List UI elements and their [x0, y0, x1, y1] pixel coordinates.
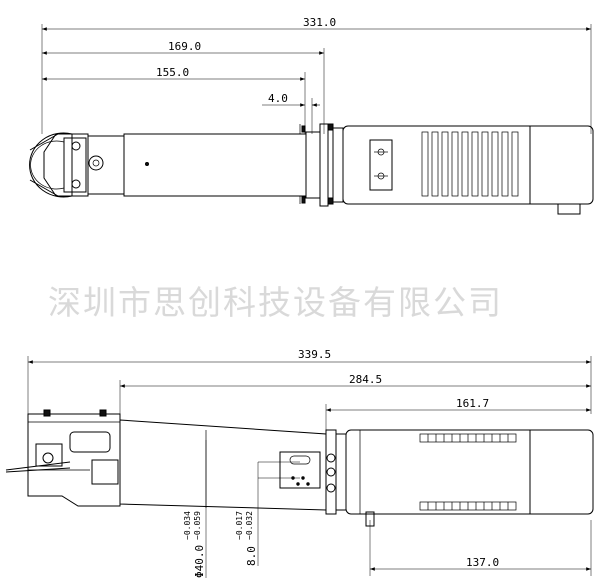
dim-155: 155.0	[42, 66, 306, 134]
company-watermark: 深圳市思创科技设备有限公司	[48, 283, 503, 322]
dim-137-label: 137.0	[466, 556, 499, 569]
dim-284-label: 284.5	[349, 373, 382, 386]
dim-169-label: 169.0	[168, 40, 201, 53]
dia40-lower-tol: −0.059	[193, 511, 202, 540]
main-tube	[123, 124, 307, 204]
dia40-label: Φ40.0	[193, 545, 206, 578]
dim-4-label: 4.0	[268, 92, 288, 105]
dim-dia40: Φ40.0 −0.034 −0.059	[183, 440, 207, 578]
collar	[305, 123, 344, 207]
cooling-fins-side-lower	[419, 501, 517, 511]
dim-dia8: 8.0 −0.017 −0.032	[235, 461, 300, 566]
dim-155-label: 155.0	[156, 66, 189, 79]
dim-overall-side: 339.5	[27, 348, 592, 414]
dia8-lower-tol: −0.032	[245, 511, 254, 540]
dia8-upper-tol: −0.017	[235, 511, 244, 540]
side-shaft	[119, 419, 327, 511]
dim-339-label: 339.5	[298, 348, 331, 361]
side-motor-body	[345, 429, 594, 527]
side-collar	[325, 429, 347, 515]
dia40-upper-tol: −0.034	[183, 511, 192, 540]
dim-169: 169.0	[42, 40, 325, 134]
cooling-fins-top	[421, 131, 519, 197]
top-view: 331.0 169.0 155.0 4.0	[29, 16, 594, 215]
dim-overall-top: 331.0	[41, 16, 592, 134]
dim-4: 4.0	[262, 92, 320, 134]
dia8-label: 8.0	[245, 546, 258, 566]
dim-161-label: 161.7	[456, 397, 489, 410]
dim-331-label: 331.0	[303, 16, 336, 29]
motor-body	[342, 125, 594, 215]
dim-137: 137.0	[369, 520, 592, 576]
cooling-fins-side-upper	[419, 433, 517, 443]
dim-284: 284.5	[119, 373, 591, 414]
dim-161: 161.7	[325, 397, 591, 430]
side-view: 339.5 284.5 161.7 137.0 Φ40.0 −0.034 −0.…	[5, 348, 594, 578]
clamp-head	[43, 133, 125, 197]
side-head-block	[5, 409, 121, 507]
